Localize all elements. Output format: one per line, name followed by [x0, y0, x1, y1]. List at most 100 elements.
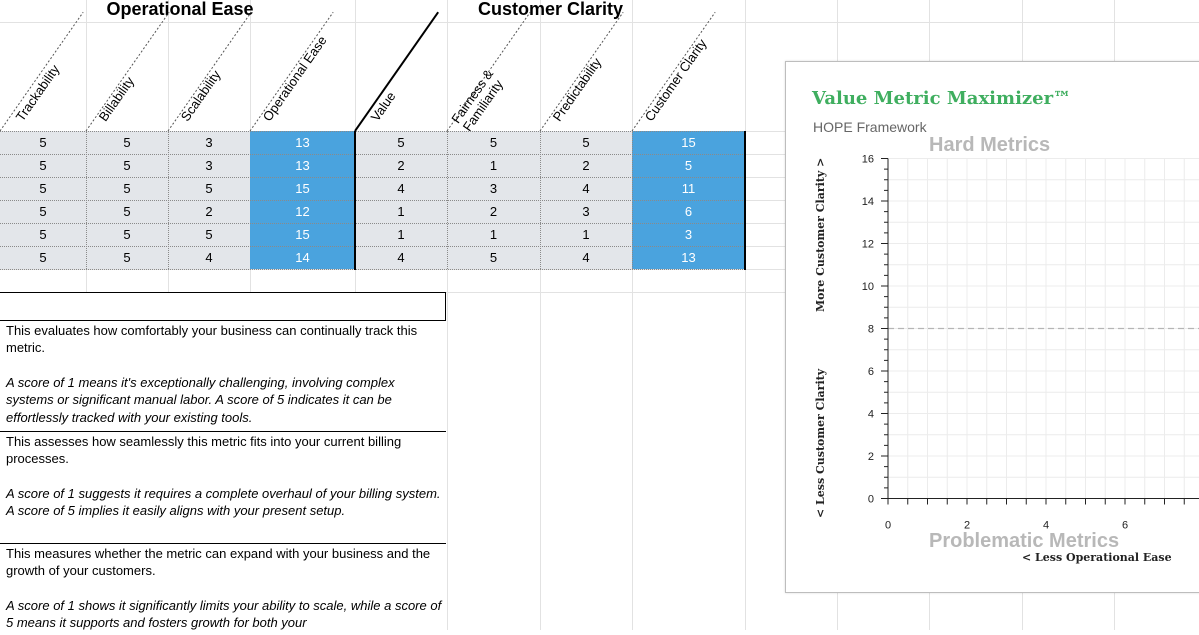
grid-row-line	[0, 292, 1199, 293]
y-tick-label: 6	[868, 366, 874, 378]
row-separator	[0, 131, 745, 132]
score-cell[interactable]: 5	[168, 177, 250, 200]
score-cell[interactable]: 5	[86, 246, 168, 269]
score-cell[interactable]: 3	[168, 154, 250, 177]
header-separator-line	[167, 11, 252, 132]
score-cell[interactable]: 2	[168, 200, 250, 223]
desc-billability-scale: A score of 1 suggests it requires a comp…	[6, 485, 441, 519]
score-cell[interactable]: 5	[86, 223, 168, 246]
score-cell[interactable]: 3	[447, 177, 540, 200]
desc-trackability-scale: A score of 1 means it's exceptionally ch…	[6, 374, 395, 425]
column-separator	[168, 131, 169, 269]
y-tick-label: 0	[868, 494, 874, 506]
y-tick-label: 16	[862, 154, 874, 166]
score-total-cell[interactable]: 15	[250, 177, 355, 200]
score-cell[interactable]: 4	[540, 177, 632, 200]
score-total-cell[interactable]: 5	[632, 154, 745, 177]
score-total-cell[interactable]: 15	[250, 223, 355, 246]
x-tick-label: 0	[885, 520, 891, 532]
score-cell[interactable]: 5	[86, 131, 168, 154]
score-cell[interactable]: 5	[0, 131, 86, 154]
score-cell[interactable]: 3	[168, 131, 250, 154]
score-total-cell[interactable]: 13	[250, 131, 355, 154]
row-separator	[0, 246, 745, 247]
group-title-operational: Operational Ease	[106, 0, 254, 19]
score-total-cell[interactable]: 3	[632, 223, 745, 246]
column-separator	[447, 131, 448, 269]
header-diagonal-lines	[0, 11, 716, 132]
header-separator-line	[0, 11, 84, 132]
header-separator-line	[249, 11, 334, 132]
score-cell[interactable]: 2	[355, 154, 447, 177]
header-separator-line	[446, 11, 531, 132]
description-panel: This evaluates how comfortably your busi…	[0, 292, 446, 635]
y-tick-label: 2	[868, 451, 874, 463]
group-separator	[744, 131, 746, 270]
grid-col-line	[540, 0, 541, 630]
y-tick-label: 8	[868, 324, 874, 336]
score-cell[interactable]: 5	[0, 246, 86, 269]
desc-trackability: This evaluates how comfortably your busi…	[0, 320, 446, 431]
score-total-cell[interactable]: 13	[250, 154, 355, 177]
column-separator	[86, 131, 87, 269]
header-separator-line	[631, 11, 716, 132]
score-cell[interactable]: 5	[355, 131, 447, 154]
chart-subtitle: HOPE Framework	[813, 119, 927, 135]
row-separator	[0, 177, 745, 178]
y-tick-label: 14	[862, 196, 874, 208]
score-cell[interactable]: 5	[0, 223, 86, 246]
score-total-cell[interactable]: 11	[632, 177, 745, 200]
score-total-cell[interactable]: 12	[250, 200, 355, 223]
desc-trackability-text: This evaluates how comfortably your busi…	[6, 323, 418, 356]
score-cell[interactable]: 4	[540, 246, 632, 269]
x-axis-label: < Less Operational Ease	[1022, 551, 1172, 564]
score-cell[interactable]: 2	[540, 154, 632, 177]
header-separator-line	[354, 11, 439, 132]
score-cell[interactable]: 1	[447, 154, 540, 177]
x-tick-label: 6	[1122, 520, 1128, 532]
chart-card[interactable]: Value Metric Maximizer™ HOPE Framework 0…	[785, 61, 1199, 593]
score-total-cell[interactable]: 15	[632, 131, 745, 154]
score-cell[interactable]: 5	[86, 154, 168, 177]
column-separator	[632, 131, 633, 269]
grid-col-line	[447, 0, 448, 630]
score-cell[interactable]: 5	[168, 223, 250, 246]
score-cell[interactable]: 1	[355, 223, 447, 246]
desc-billability: This assesses how seamlessly this metric…	[0, 431, 446, 543]
score-cell[interactable]: 3	[540, 200, 632, 223]
score-cell[interactable]: 5	[0, 154, 86, 177]
score-cell[interactable]: 4	[168, 246, 250, 269]
y-tick-label: 10	[862, 281, 874, 293]
score-cell[interactable]: 4	[355, 177, 447, 200]
row-separator	[0, 269, 745, 270]
grid-col-line	[745, 0, 746, 630]
score-cell[interactable]: 5	[540, 131, 632, 154]
group-title-customer: Customer Clarity	[477, 0, 624, 19]
row-separator	[0, 154, 745, 155]
score-cell[interactable]: 5	[447, 131, 540, 154]
y-axis-label-upper: More Customer Clarity >	[814, 157, 827, 312]
desc-billability-text: This assesses how seamlessly this metric…	[6, 434, 402, 467]
score-cell[interactable]: 1	[447, 223, 540, 246]
row-separator	[0, 223, 745, 224]
score-total-cell[interactable]: 14	[250, 246, 355, 269]
score-cell[interactable]: 5	[86, 177, 168, 200]
score-cell[interactable]: 5	[447, 246, 540, 269]
header-separator-line	[85, 11, 170, 132]
score-total-cell[interactable]: 13	[632, 246, 745, 269]
score-cell[interactable]: 4	[355, 246, 447, 269]
quadrant-label-hard: Hard Metrics	[929, 134, 1051, 156]
score-cell[interactable]: 1	[355, 200, 447, 223]
score-cell[interactable]: 5	[0, 177, 86, 200]
x-tick-label: 2	[964, 520, 970, 532]
score-cell[interactable]: 1	[540, 223, 632, 246]
score-cell[interactable]: 2	[447, 200, 540, 223]
x-tick-label: 4	[1043, 520, 1049, 532]
desc-scalability: This measures whether the metric can exp…	[0, 543, 446, 635]
group-separator	[354, 131, 356, 270]
score-cell[interactable]: 5	[0, 200, 86, 223]
quadrant-label-problematic: Problematic Metrics	[929, 530, 1120, 552]
score-total-cell[interactable]: 6	[632, 200, 745, 223]
score-cell[interactable]: 5	[86, 200, 168, 223]
